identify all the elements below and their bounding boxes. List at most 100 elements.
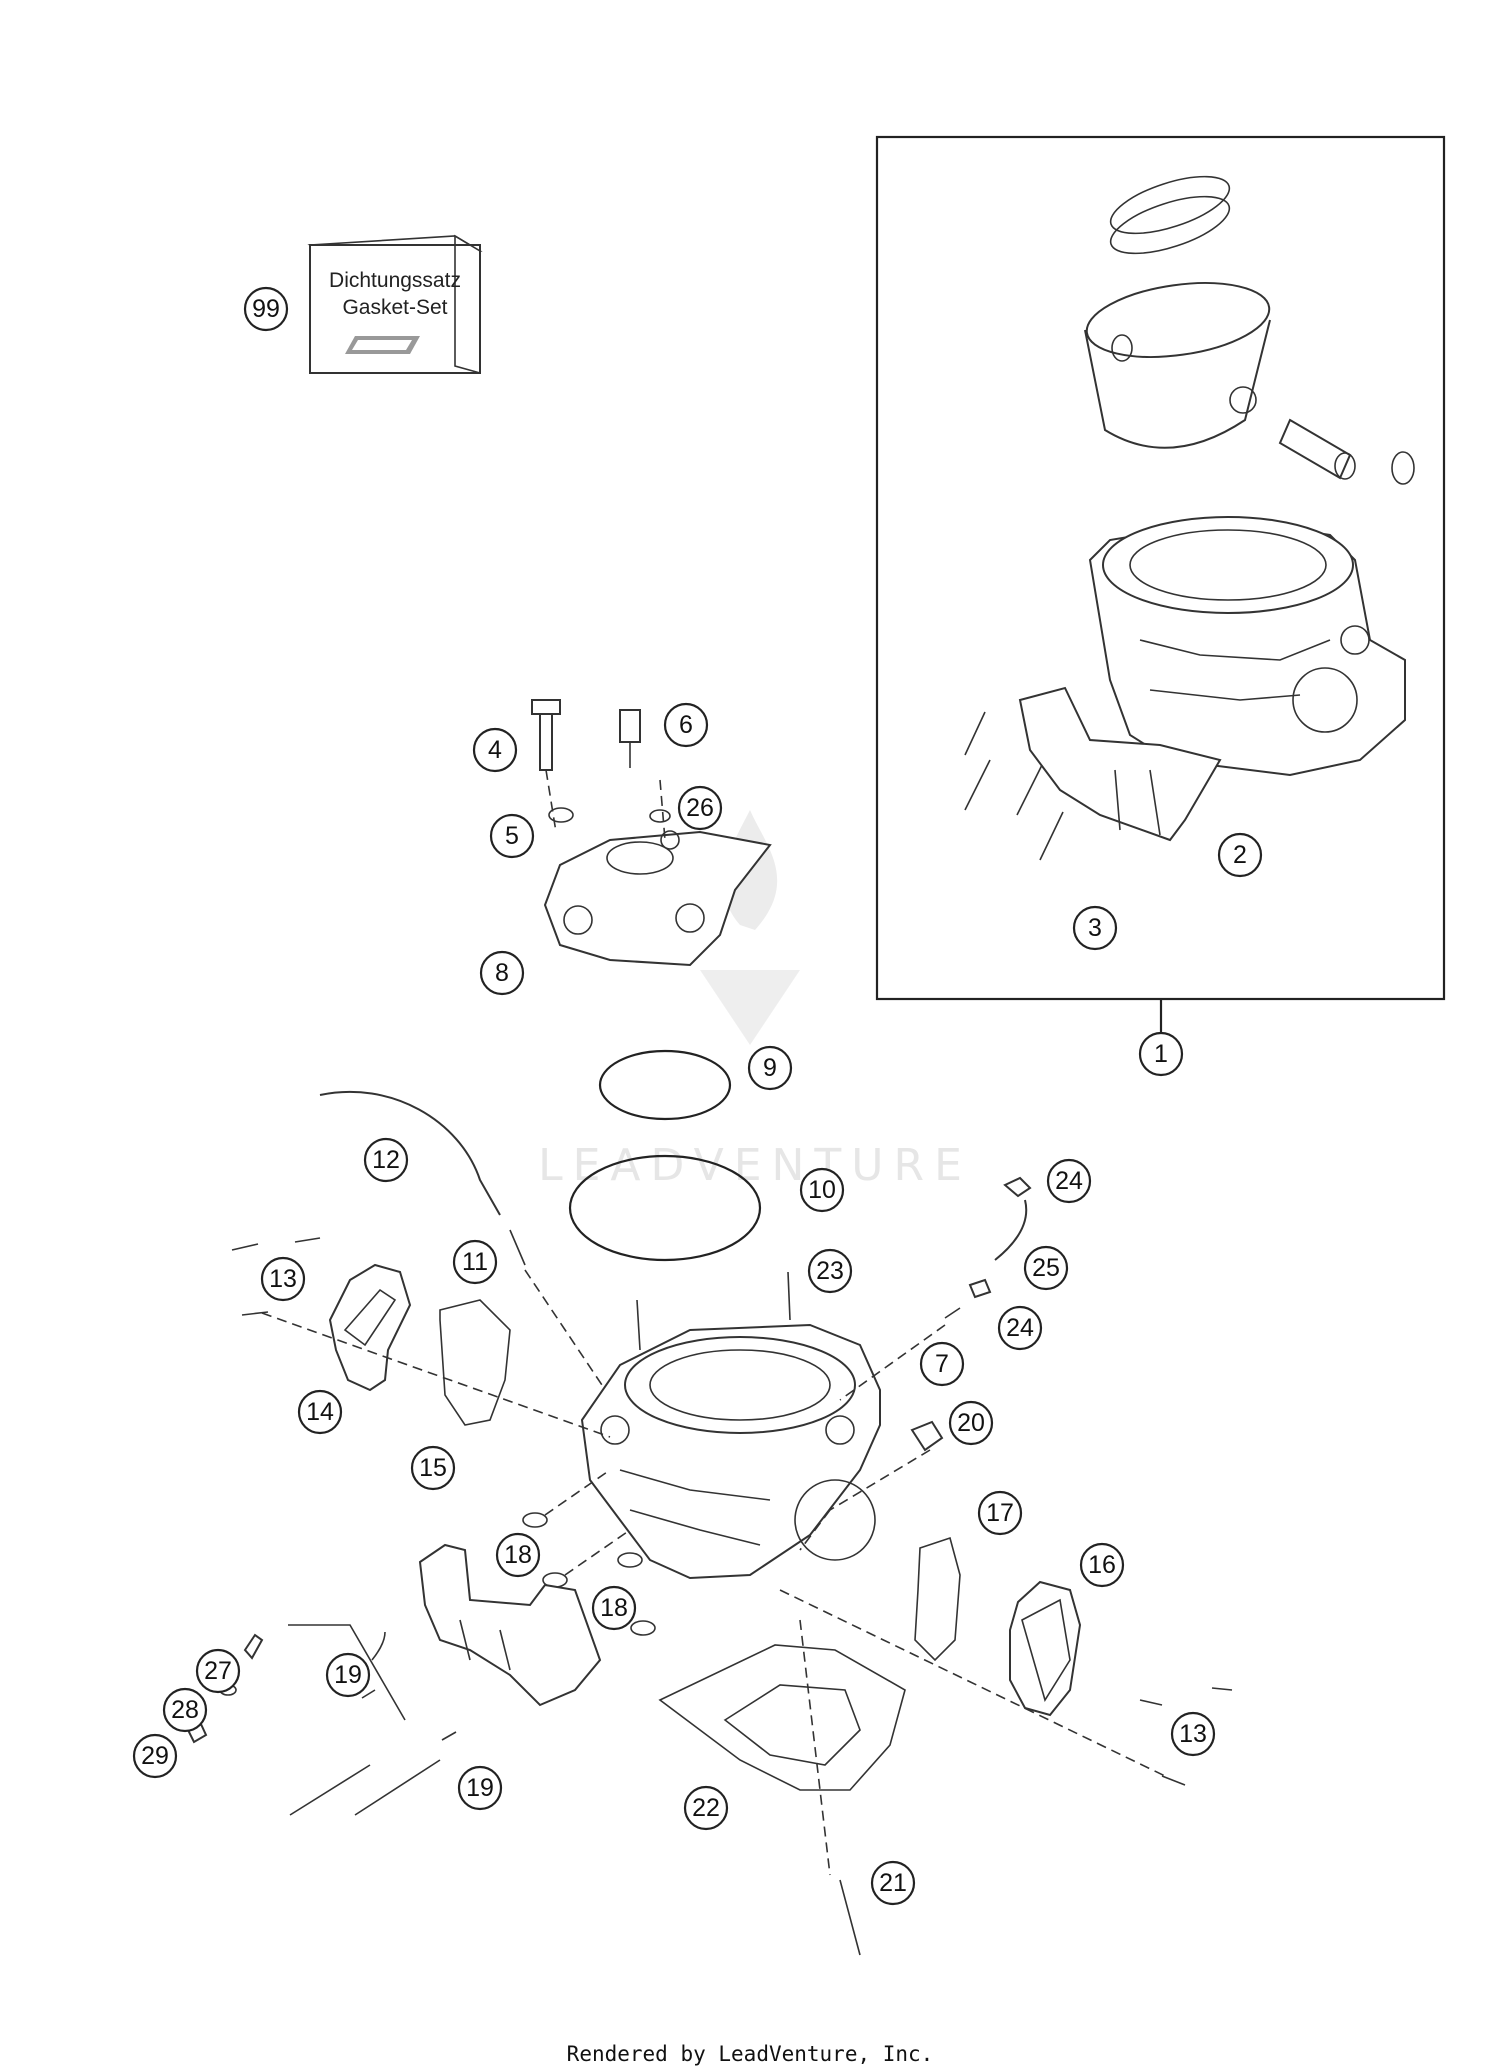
callout-24-upper: 24 [1046, 1158, 1092, 1204]
callout-18-right: 18 [591, 1585, 637, 1631]
flange-bolt-right [354, 1759, 441, 1816]
callout-17: 17 [977, 1490, 1023, 1536]
power-valve-cover-left [328, 1263, 412, 1392]
svg-text:14: 14 [306, 1398, 334, 1426]
callout-18-left: 18 [495, 1532, 541, 1578]
dowel-pin [839, 1879, 861, 1956]
callout-19-lower: 19 [457, 1765, 503, 1811]
svg-text:23: 23 [816, 1257, 844, 1285]
svg-text:20: 20 [957, 1409, 985, 1437]
flange-bolt-left [289, 1764, 371, 1816]
nipple-fitting [944, 1307, 961, 1319]
callout-12: 12 [363, 1137, 409, 1183]
clip-left [361, 1689, 376, 1699]
callout-7: 7 [919, 1341, 965, 1387]
cover-bolt-right-b [1211, 1687, 1233, 1691]
svg-text:99: 99 [252, 295, 280, 323]
callout-23: 23 [807, 1248, 853, 1294]
cylinder-head [543, 830, 772, 967]
callout-8: 8 [479, 950, 525, 996]
head-o-ring-outer [568, 1154, 762, 1262]
svg-text:15: 15 [419, 1454, 447, 1482]
stud-right [787, 1271, 791, 1321]
svg-text:29: 29 [141, 1742, 169, 1770]
svg-text:4: 4 [488, 736, 502, 764]
callout-25: 25 [1023, 1245, 1069, 1291]
kit-exhaust-flange [1018, 686, 1222, 842]
cover-bolt-right-a [1139, 1699, 1163, 1706]
svg-text:11: 11 [462, 1248, 488, 1276]
power-valve-cover-right [1009, 1580, 1082, 1717]
cylinder [580, 1323, 881, 1580]
head-o-ring-inner [598, 1049, 732, 1121]
piston [1084, 282, 1271, 449]
callout-1: 1 [1138, 1031, 1184, 1077]
callout-26: 26 [677, 785, 723, 831]
cover-bolt-left-lower [241, 1311, 269, 1316]
seal-ring-4 [630, 1620, 656, 1636]
clamp-upper [1003, 1176, 1032, 1198]
svg-text:24: 24 [1006, 1314, 1034, 1342]
seal-ring-1 [522, 1512, 548, 1528]
stud-left [636, 1299, 641, 1351]
callout-10: 10 [799, 1167, 845, 1213]
svg-text:28: 28 [171, 1696, 199, 1724]
kit-cylinder [1088, 516, 1406, 777]
kit-bolts [964, 711, 1064, 861]
callout-11: 11 [452, 1239, 498, 1285]
sensor-washer [649, 809, 671, 823]
svg-text:9: 9 [763, 1054, 777, 1082]
callout-99: 99 [243, 286, 289, 332]
gasket-set-box: Dichtungssatz Gasket-Set [307, 234, 483, 375]
base-gasket [658, 1644, 906, 1791]
callout-28: 28 [162, 1687, 208, 1733]
callout-16: 16 [1079, 1542, 1125, 1588]
svg-text:17: 17 [986, 1499, 1014, 1527]
vent-hose [994, 1199, 1028, 1261]
exhaust-flange [418, 1543, 602, 1707]
svg-text:16: 16 [1088, 1551, 1116, 1579]
callout-13-left: 13 [260, 1256, 306, 1302]
callout-3: 3 [1072, 905, 1118, 951]
callout-19-upper: 19 [325, 1652, 371, 1698]
spring-bushing [243, 1633, 264, 1660]
callout-13-right: 13 [1170, 1711, 1216, 1757]
svg-text:7: 7 [935, 1350, 949, 1378]
svg-text:6: 6 [679, 711, 693, 739]
clamp-lower [968, 1278, 992, 1299]
svg-text:25: 25 [1032, 1254, 1060, 1282]
svg-text:21: 21 [879, 1869, 907, 1897]
gasket-box-line2: Gasket-Set [342, 296, 447, 319]
callout-24-lower: 24 [997, 1305, 1043, 1351]
svg-text:8: 8 [495, 959, 509, 987]
callout-14: 14 [297, 1389, 343, 1435]
svg-text:12: 12 [372, 1146, 400, 1174]
exhaust-guide-line [371, 1631, 386, 1661]
callout-2: 2 [1217, 832, 1263, 878]
breather-hose [319, 1090, 501, 1216]
callout-15: 15 [410, 1445, 456, 1491]
svg-text:19: 19 [334, 1661, 362, 1689]
svg-text:18: 18 [504, 1541, 532, 1569]
render-credit: Rendered by LeadVenture, Inc. [566, 2042, 934, 2066]
piston-rings [1109, 175, 1231, 255]
svg-text:1: 1 [1154, 1040, 1168, 1068]
callout-6: 6 [663, 702, 709, 748]
callout-27: 27 [195, 1648, 241, 1694]
svg-text:13: 13 [269, 1265, 297, 1293]
svg-text:24: 24 [1055, 1167, 1083, 1195]
head-bolt [531, 699, 561, 771]
svg-text:22: 22 [692, 1794, 720, 1822]
svg-text:5: 5 [505, 822, 519, 850]
circlip-right [1391, 451, 1415, 485]
callout-9: 9 [747, 1045, 793, 1091]
seal-ring-3 [617, 1552, 643, 1568]
svg-text:13: 13 [1179, 1720, 1207, 1748]
callout-21: 21 [870, 1860, 916, 1906]
power-valve-gasket-left [439, 1299, 511, 1426]
power-valve-gasket-right [914, 1536, 961, 1662]
ktm-logo [345, 336, 420, 354]
cover-bolt-left-a [231, 1243, 259, 1251]
watermark-text: LEADVENTURE [538, 1140, 972, 1191]
